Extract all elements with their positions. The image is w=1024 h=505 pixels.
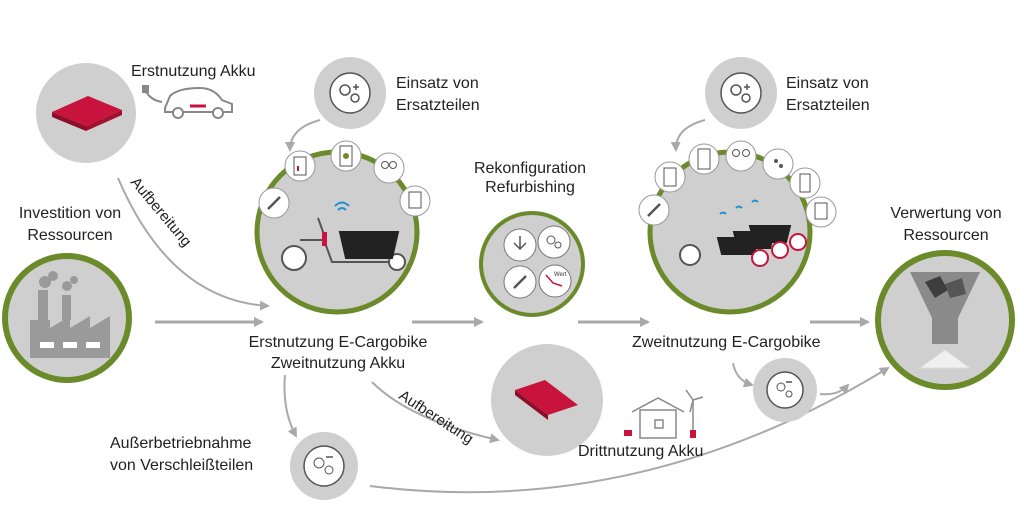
investition-node — [2, 253, 132, 383]
users-icon-1 — [373, 152, 405, 184]
chart-icon-label: Wert — [554, 272, 567, 278]
rekonfiguration-circle — [479, 211, 585, 317]
ausserbetriebnahme-label-line2: von Verschleißteilen — [110, 457, 254, 474]
users-icon-2 — [725, 140, 757, 172]
zweitnutzung-small-node — [753, 358, 817, 422]
erstnutzung-akku-label: Erstnutzung Akku — [131, 63, 256, 80]
verwertung-label-line2: Ressourcen — [903, 227, 989, 244]
battery-pack-icon-2 — [515, 380, 578, 420]
arrow-ersatzteile-2 — [670, 119, 706, 152]
tablet-chart-icon-2 — [654, 161, 686, 193]
ausserbetriebnahme-node — [290, 432, 358, 500]
investition-label-line2: Ressourcen — [27, 227, 113, 244]
einsatz-ersatzteile-label-1-line2: Ersatzteilen — [396, 97, 480, 114]
arrow-aufbereitung-1 — [117, 177, 270, 311]
rekonfiguration-node: Wert — [479, 211, 585, 317]
erstnutzung-satellite-icons — [258, 140, 431, 219]
battery-pack-icon — [52, 96, 122, 131]
phone-icon-2 — [789, 167, 821, 199]
factory-icon — [30, 271, 110, 358]
arrow-bottom-to-verwertung — [369, 366, 890, 494]
ausserbetriebnahme-label-line1: Außerbetriebnahme — [110, 435, 252, 452]
erstnutzung-akku-node — [36, 63, 233, 163]
gears-plus-icon-2 — [730, 84, 751, 103]
zweitnutzung-satellite-icons — [638, 140, 837, 228]
rekonfiguration-label-line2: Refurbishing — [485, 179, 575, 196]
zweitnutzung-cargobike-node — [638, 140, 837, 315]
zweitnutzung-cargobike-label: Zweitnutzung E-Cargobike — [632, 334, 821, 351]
verwertung-label-line1: Verwertung von — [890, 205, 1002, 222]
drittnutzung-akku-label: Drittnutzung Akku — [578, 443, 704, 460]
einsatz-ersatzteile-label-2-line1: Einsatz von — [786, 75, 869, 92]
arrow-small-to-verwertung — [819, 383, 850, 396]
drittnutzung-akku-node — [491, 344, 704, 456]
einsatz-ersatzteile-node-1 — [314, 57, 386, 129]
cargobike-icon — [281, 201, 406, 271]
verwertung-node — [875, 250, 1015, 390]
dots-icon — [762, 148, 794, 180]
electric-car-icon — [142, 85, 233, 119]
smartphone-icon-2 — [688, 143, 720, 175]
einsatz-ersatzteile-label-1-line1: Einsatz von — [396, 75, 479, 92]
einsatz-ersatzteile-node-2 — [705, 57, 777, 129]
arrow-ersatzteile-1 — [285, 119, 321, 152]
document-icon-1 — [399, 185, 431, 217]
document-icon-2 — [805, 196, 837, 228]
shredder-funnel-icon — [910, 272, 980, 369]
erstnutzung-cargobike-label-line2: Zweitnutzung Akku — [270, 355, 406, 372]
erstnutzung-cargobike-node — [254, 140, 431, 315]
einsatz-ersatzteile-label-2-line2: Ersatzteilen — [786, 97, 870, 114]
arrow-ausserbetrieb — [283, 374, 297, 438]
tablet-chart-icon-1 — [284, 150, 316, 182]
secondary-arrows — [117, 119, 890, 494]
line-chart-icon — [538, 264, 572, 298]
arrow-aufbereitung-2 — [371, 381, 500, 444]
erstnutzung-cargobike-label-line1: Erstnutzung E-Cargobike — [248, 334, 428, 351]
cargobike-fleet-icon — [679, 199, 807, 267]
gears-plus-icon — [339, 84, 360, 103]
rekonfiguration-label-line1: Rekonfiguration — [473, 160, 587, 177]
house-windturbine-icon — [624, 389, 704, 439]
gears-icon-rekonfig — [537, 225, 571, 259]
arrow-zweit-to-small — [732, 362, 754, 388]
investition-label-line1: Investition von — [18, 205, 122, 222]
